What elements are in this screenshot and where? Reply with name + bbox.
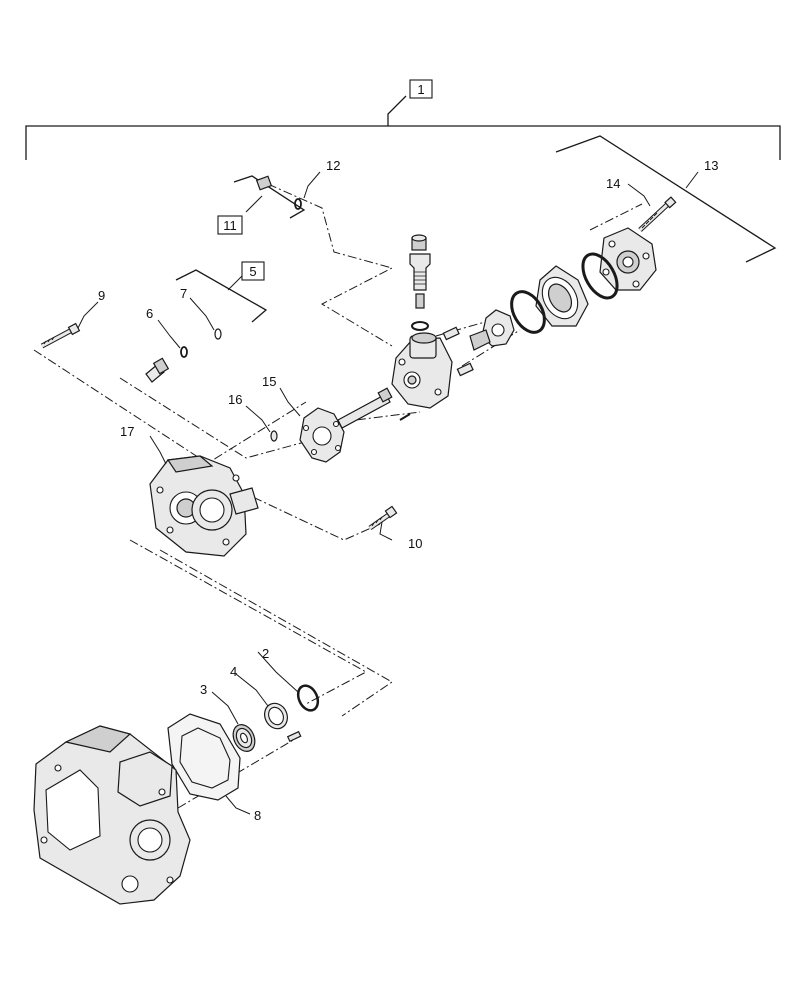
callout-1: 1 [409, 79, 433, 99]
pump-rotor [469, 309, 515, 351]
bearing-race-4 [264, 702, 288, 730]
relief-valve-cap [411, 234, 427, 251]
callout-12: 12 [326, 158, 340, 173]
subassembly-5-bracket [175, 269, 268, 323]
callout-6: 6 [146, 306, 153, 321]
relief-valve-seal [411, 321, 429, 331]
relief-valve-cartridge [409, 253, 431, 309]
callout-17: 17 [120, 424, 134, 439]
subassembly-13-bracket [555, 135, 777, 263]
screw-10 [368, 505, 398, 531]
pump-gear-plate [535, 265, 589, 327]
pump-drive-shaft [337, 387, 393, 429]
plug-11 [255, 175, 273, 191]
screw-9 [40, 322, 81, 349]
snap-ring-2 [296, 684, 320, 712]
pump-body [391, 332, 453, 409]
seal-6 [180, 346, 188, 358]
fitting-6 [145, 357, 170, 383]
callout-15: 15 [262, 374, 276, 389]
gear-3 [232, 724, 256, 752]
pin-16 [270, 430, 278, 442]
dowel-pins [442, 326, 474, 377]
seal-12 [294, 198, 302, 210]
main-assembly-bracket [25, 95, 781, 160]
o-ring-cover [581, 252, 619, 300]
housing-17 [149, 455, 259, 557]
callout-leaders [77, 171, 651, 815]
svg-text:11: 11 [223, 218, 237, 233]
callout-2: 2 [262, 646, 269, 661]
screw-14 [638, 196, 677, 232]
callout-8: 8 [254, 808, 261, 823]
seal-7 [214, 328, 222, 340]
o-ring-plate [510, 290, 546, 334]
subassembly-11-bracket [233, 175, 306, 219]
gasket-8 [167, 713, 241, 801]
callout-11: 11 [217, 215, 243, 235]
svg-text:1: 1 [417, 82, 424, 97]
small-pin [286, 730, 302, 743]
shaft-key [399, 413, 411, 421]
callout-9: 9 [98, 288, 105, 303]
callout-3: 3 [200, 682, 207, 697]
flange-15 [299, 407, 345, 463]
callout-16: 16 [228, 392, 242, 407]
callout-4: 4 [230, 664, 237, 679]
end-cover-13 [599, 227, 657, 291]
callout-14: 14 [606, 176, 620, 191]
callout-13: 13 [704, 158, 718, 173]
callout-10: 10 [408, 536, 422, 551]
callout-7: 7 [180, 286, 187, 301]
transmission-case [33, 725, 191, 905]
svg-text:5: 5 [249, 264, 256, 279]
callout-5: 5 [241, 261, 265, 281]
